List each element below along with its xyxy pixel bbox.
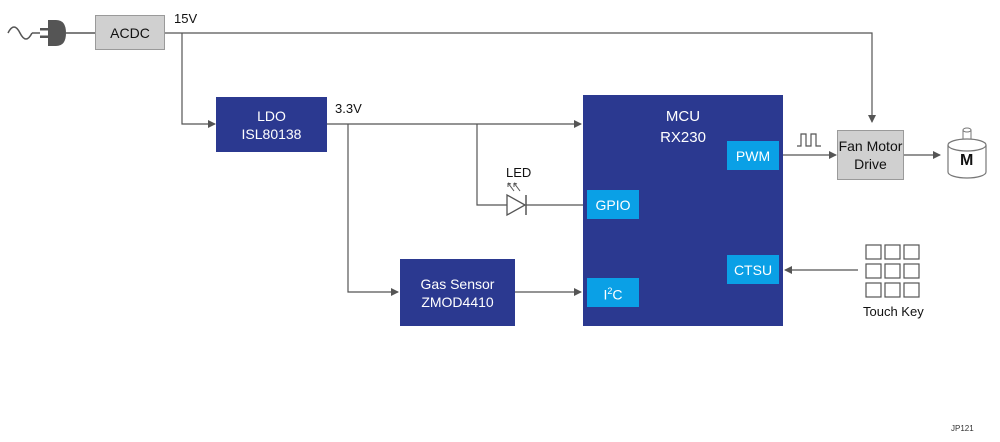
- pwm-port: PWM: [727, 141, 779, 170]
- acdc-label: ACDC: [110, 24, 150, 41]
- gpio-port: GPIO: [587, 190, 639, 219]
- mcu-part-number: RX230: [660, 129, 706, 146]
- figure-id-label: JP121: [951, 424, 974, 433]
- wire-15v-to-fan-drive: [165, 32, 876, 123]
- fan-motor-drive-block: Fan Motor Drive: [837, 130, 904, 180]
- voltage-3v3-label: 3.3V: [335, 101, 362, 116]
- mcu-label: MCU: [665, 108, 701, 125]
- ac-sine-icon: [7, 26, 33, 40]
- ctsu-port-label: CTSU: [733, 261, 773, 278]
- gpio-port-label: GPIO: [595, 196, 631, 213]
- ldo-part-number: ISL80138: [241, 125, 302, 142]
- touch-key-label: Touch Key: [863, 304, 924, 319]
- motor-label: M: [960, 152, 974, 169]
- led-diode-icon: [506, 182, 527, 217]
- fan-motor-drive-label-2: Drive: [854, 156, 887, 172]
- fan-motor-drive-label-1: Fan Motor: [838, 138, 903, 154]
- pwm-waveform-icon: [797, 133, 821, 147]
- i2c-port-label: I2C: [603, 285, 623, 303]
- ldo-label: LDO: [257, 107, 286, 124]
- touch-key-icon: [865, 244, 920, 298]
- plug-icon: [40, 20, 66, 46]
- voltage-15v-label: 15V: [174, 11, 198, 26]
- wire-3v3-to-gas-sensor: [347, 124, 399, 296]
- gas-sensor-block: Gas Sensor ZMOD4410: [400, 259, 515, 326]
- gas-sensor-label: Gas Sensor: [420, 275, 495, 292]
- ldo-block: LDO ISL80138: [216, 97, 327, 152]
- wire-15v-to-ldo: [181, 33, 216, 128]
- led-label: LED: [506, 165, 532, 180]
- i2c-port: I2C: [587, 278, 639, 307]
- gas-sensor-part-number: ZMOD4410: [421, 293, 494, 310]
- motor-icon: [947, 127, 987, 179]
- wire-3v3-to-led: [476, 124, 507, 206]
- ctsu-port: CTSU: [727, 255, 779, 284]
- acdc-block: ACDC: [95, 15, 165, 50]
- pwm-port-label: PWM: [735, 147, 771, 164]
